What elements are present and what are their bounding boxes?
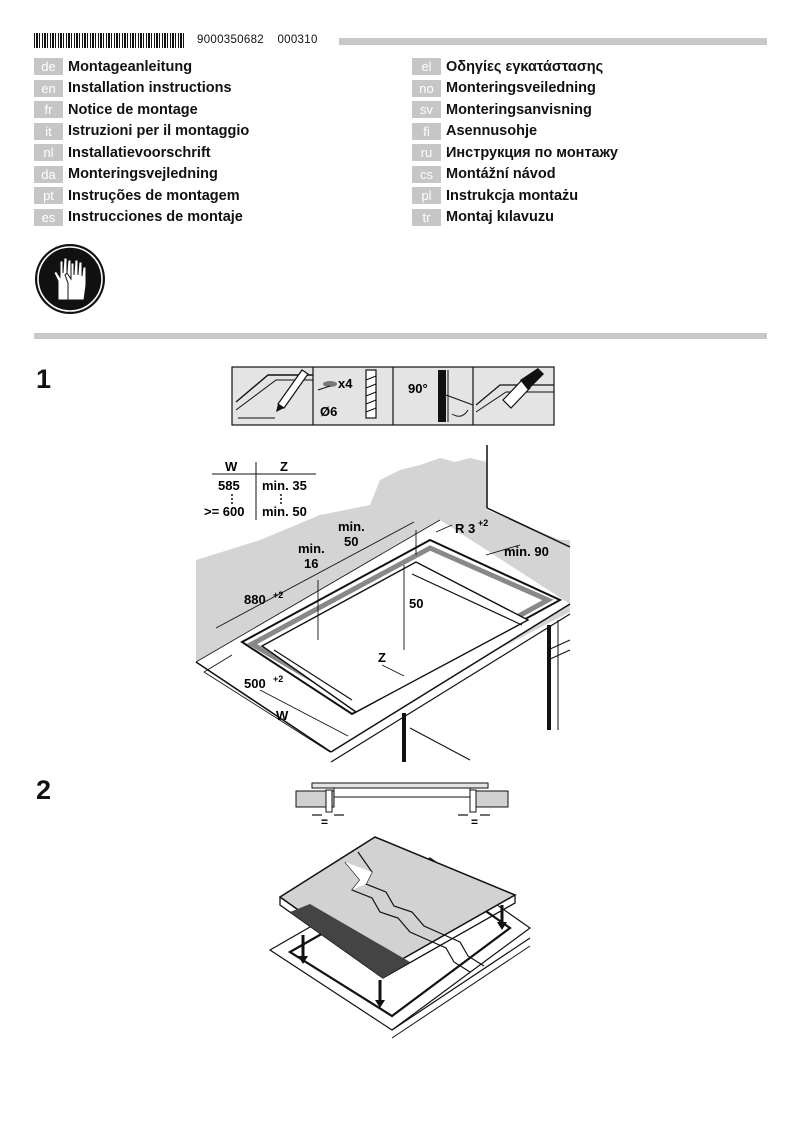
language-code: sv [412,101,441,119]
language-code: en [34,79,63,97]
hob-cross-section: = = [295,782,509,829]
dim-radius-tol: +2 [478,518,488,528]
cutout-diagram [195,445,571,763]
language-code: fr [34,101,63,119]
table-header-w: W [225,459,238,474]
language-title: Instrukcja montażu [446,187,579,204]
language-code: da [34,165,63,183]
language-title: Οδηγίες εγκατάστασης [446,58,604,75]
dim-min90: min. 90 [504,544,549,559]
part-number: 9000350682 [197,34,264,46]
table-row2-w: >= 600 [204,504,245,519]
language-row-el: el Οδηγίες εγκατάστασης [412,56,618,78]
language-title: Notice de montage [68,101,198,118]
saw-blade-icon [438,370,474,422]
language-title: Monteringsvejledning [68,166,218,183]
dim-depth-880-tol: +2 [273,590,283,600]
language-row-sv: sv Monteringsanvisning [412,99,618,121]
language-title: Monteringsveiledning [446,80,596,97]
table-header-z: Z [280,459,288,474]
drill-bit-icon [317,369,377,419]
section-divider [34,333,767,339]
language-title: Monteringsanvisning [446,101,592,118]
svg-text:=: = [321,815,328,829]
hob-insertion-diagram [268,836,532,1039]
language-row-de: de Montageanleitung [34,56,249,78]
language-code: fi [412,122,441,140]
language-code: cs [412,165,441,183]
language-title: Montageanleitung [68,58,193,75]
language-row-es: es Instrucciones de montaje [34,207,249,229]
language-title: Instruções de montagem [68,187,240,204]
language-title: Installatievoorschrift [68,144,211,161]
language-code: el [412,58,441,76]
header-rule [339,38,767,45]
language-code: pt [34,187,63,205]
language-row-pt: pt Instruções de montagem [34,185,249,207]
language-title: Istruzioni per il montaggio [68,123,250,140]
language-title: Инструкция по монтажу [446,144,618,161]
language-title: Installation instructions [68,80,232,97]
drill-diameter: Ø6 [320,404,337,419]
table-row2-z: min. 50 [262,504,307,519]
brush-icon [475,368,554,413]
dim-min50-label: min. [338,519,365,534]
language-code: pl [412,187,441,205]
dimension-table [212,462,316,520]
step-2-number: 2 [36,775,52,805]
language-row-it: it Istruzioni per il montaggio [34,121,249,143]
dim-width-500-tol: +2 [273,674,283,684]
table-row1-w: 585 [218,478,240,493]
language-title: Montaj kılavuzu [446,209,554,226]
dim-w: W [276,708,289,723]
document-header: 9000350682 000310 [34,33,767,49]
dim-width-500: 500 [244,676,266,691]
language-code: no [412,79,441,97]
step-1-number: 1 [36,364,52,394]
revision-code: 000310 [277,34,318,46]
language-title: Instrucciones de montaje [68,209,243,226]
language-row-pl: pl Instrukcja montażu [412,185,618,207]
dim-depth-880: 880 [244,592,266,607]
language-title: Asennusohje [446,123,538,140]
language-row-tr: tr Montaj kılavuzu [412,207,618,229]
language-code: nl [34,144,63,162]
language-code: it [34,122,63,140]
document-codes: 9000350682 000310 [197,34,328,46]
language-row-nl: nl Installatievoorschrift [34,142,249,164]
language-row-no: no Monteringsveiledning [412,78,618,100]
dim-inner-50: 50 [409,596,423,611]
language-row-fr: fr Notice de montage [34,99,249,121]
dim-min50-value: 50 [344,534,358,549]
dim-min16-label: min. [298,541,325,556]
dim-min16-value: 16 [304,556,318,571]
language-row-en: en Installation instructions [34,78,249,100]
svg-text:=: = [471,815,478,829]
language-code: ru [412,144,441,162]
gloves-icon [35,244,105,314]
dim-z: Z [378,650,386,665]
language-row-da: da Monteringsvejledning [34,164,249,186]
tool-strip: x4 Ø6 90° [231,366,555,426]
cut-angle: 90° [408,381,428,396]
language-row-ru: ru Инструкция по монтажу [412,142,618,164]
language-list-right: el Οδηγίες εγκατάστασης no Monteringsveiled… [412,56,618,228]
language-list-left: de Montageanleitung en Installation instruc… [34,56,249,228]
language-code: es [34,208,63,226]
language-code: de [34,58,63,76]
drill-count: x4 [338,376,353,391]
language-title: Montážní návod [446,166,556,183]
language-code: tr [412,208,441,226]
marking-pencil-icon [235,369,313,419]
dim-radius: R 3 [455,521,475,536]
barcode [34,33,184,48]
language-row-fi: fi Asennusohje [412,121,618,143]
language-row-cs: cs Montážní návod [412,164,618,186]
table-row1-z: min. 35 [262,478,307,493]
